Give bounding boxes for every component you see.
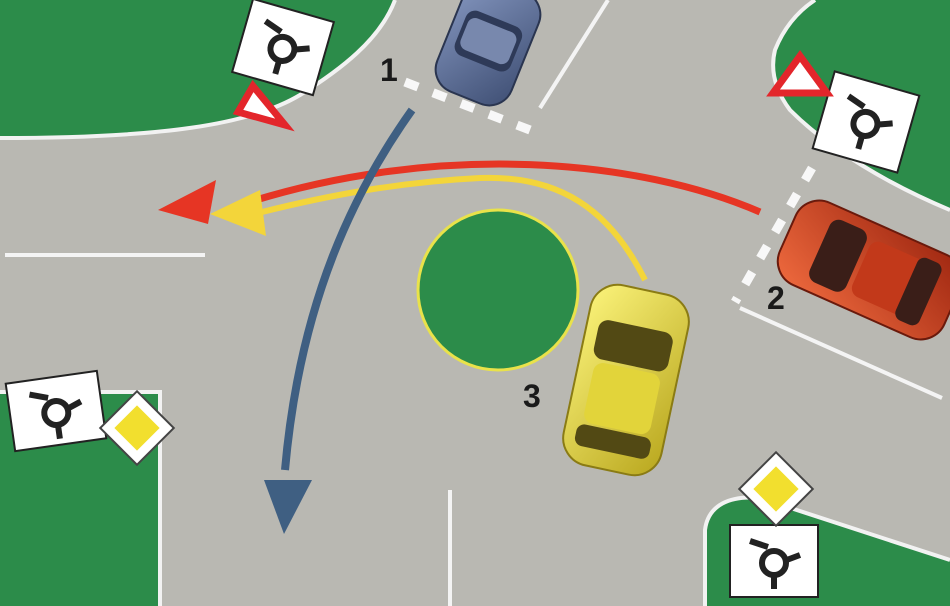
roundabout-icon <box>811 70 921 174</box>
priority-road-icon <box>98 389 176 467</box>
lane-marking-top <box>538 0 610 110</box>
grass-top-right-edge <box>771 0 950 212</box>
yield-icon <box>766 50 834 97</box>
arrowhead-yellow <box>210 190 266 236</box>
roundabout-icon <box>4 369 108 453</box>
car-1-label: 1 <box>380 52 398 88</box>
car-3 <box>562 283 690 477</box>
yield-line-top <box>403 77 532 135</box>
roundabout-icon <box>729 524 819 598</box>
car-3-label: 3 <box>523 378 541 414</box>
car-2-label: 2 <box>767 280 785 316</box>
path-car-3-yellow <box>261 174 648 282</box>
path-car-2-red <box>238 160 762 216</box>
arrowhead-blue <box>264 480 312 534</box>
central-island <box>416 208 580 372</box>
car-2 <box>776 199 950 341</box>
car-1 <box>434 0 542 107</box>
yield-line-right <box>731 165 816 305</box>
arrowhead-red <box>158 180 216 224</box>
yield-icon <box>232 79 295 132</box>
path-car-1-blue <box>281 107 416 471</box>
priority-road-icon <box>737 450 815 528</box>
roundabout-icon <box>230 0 336 97</box>
grass-top-left-edge <box>0 0 397 140</box>
lane-marking-right <box>739 306 943 400</box>
